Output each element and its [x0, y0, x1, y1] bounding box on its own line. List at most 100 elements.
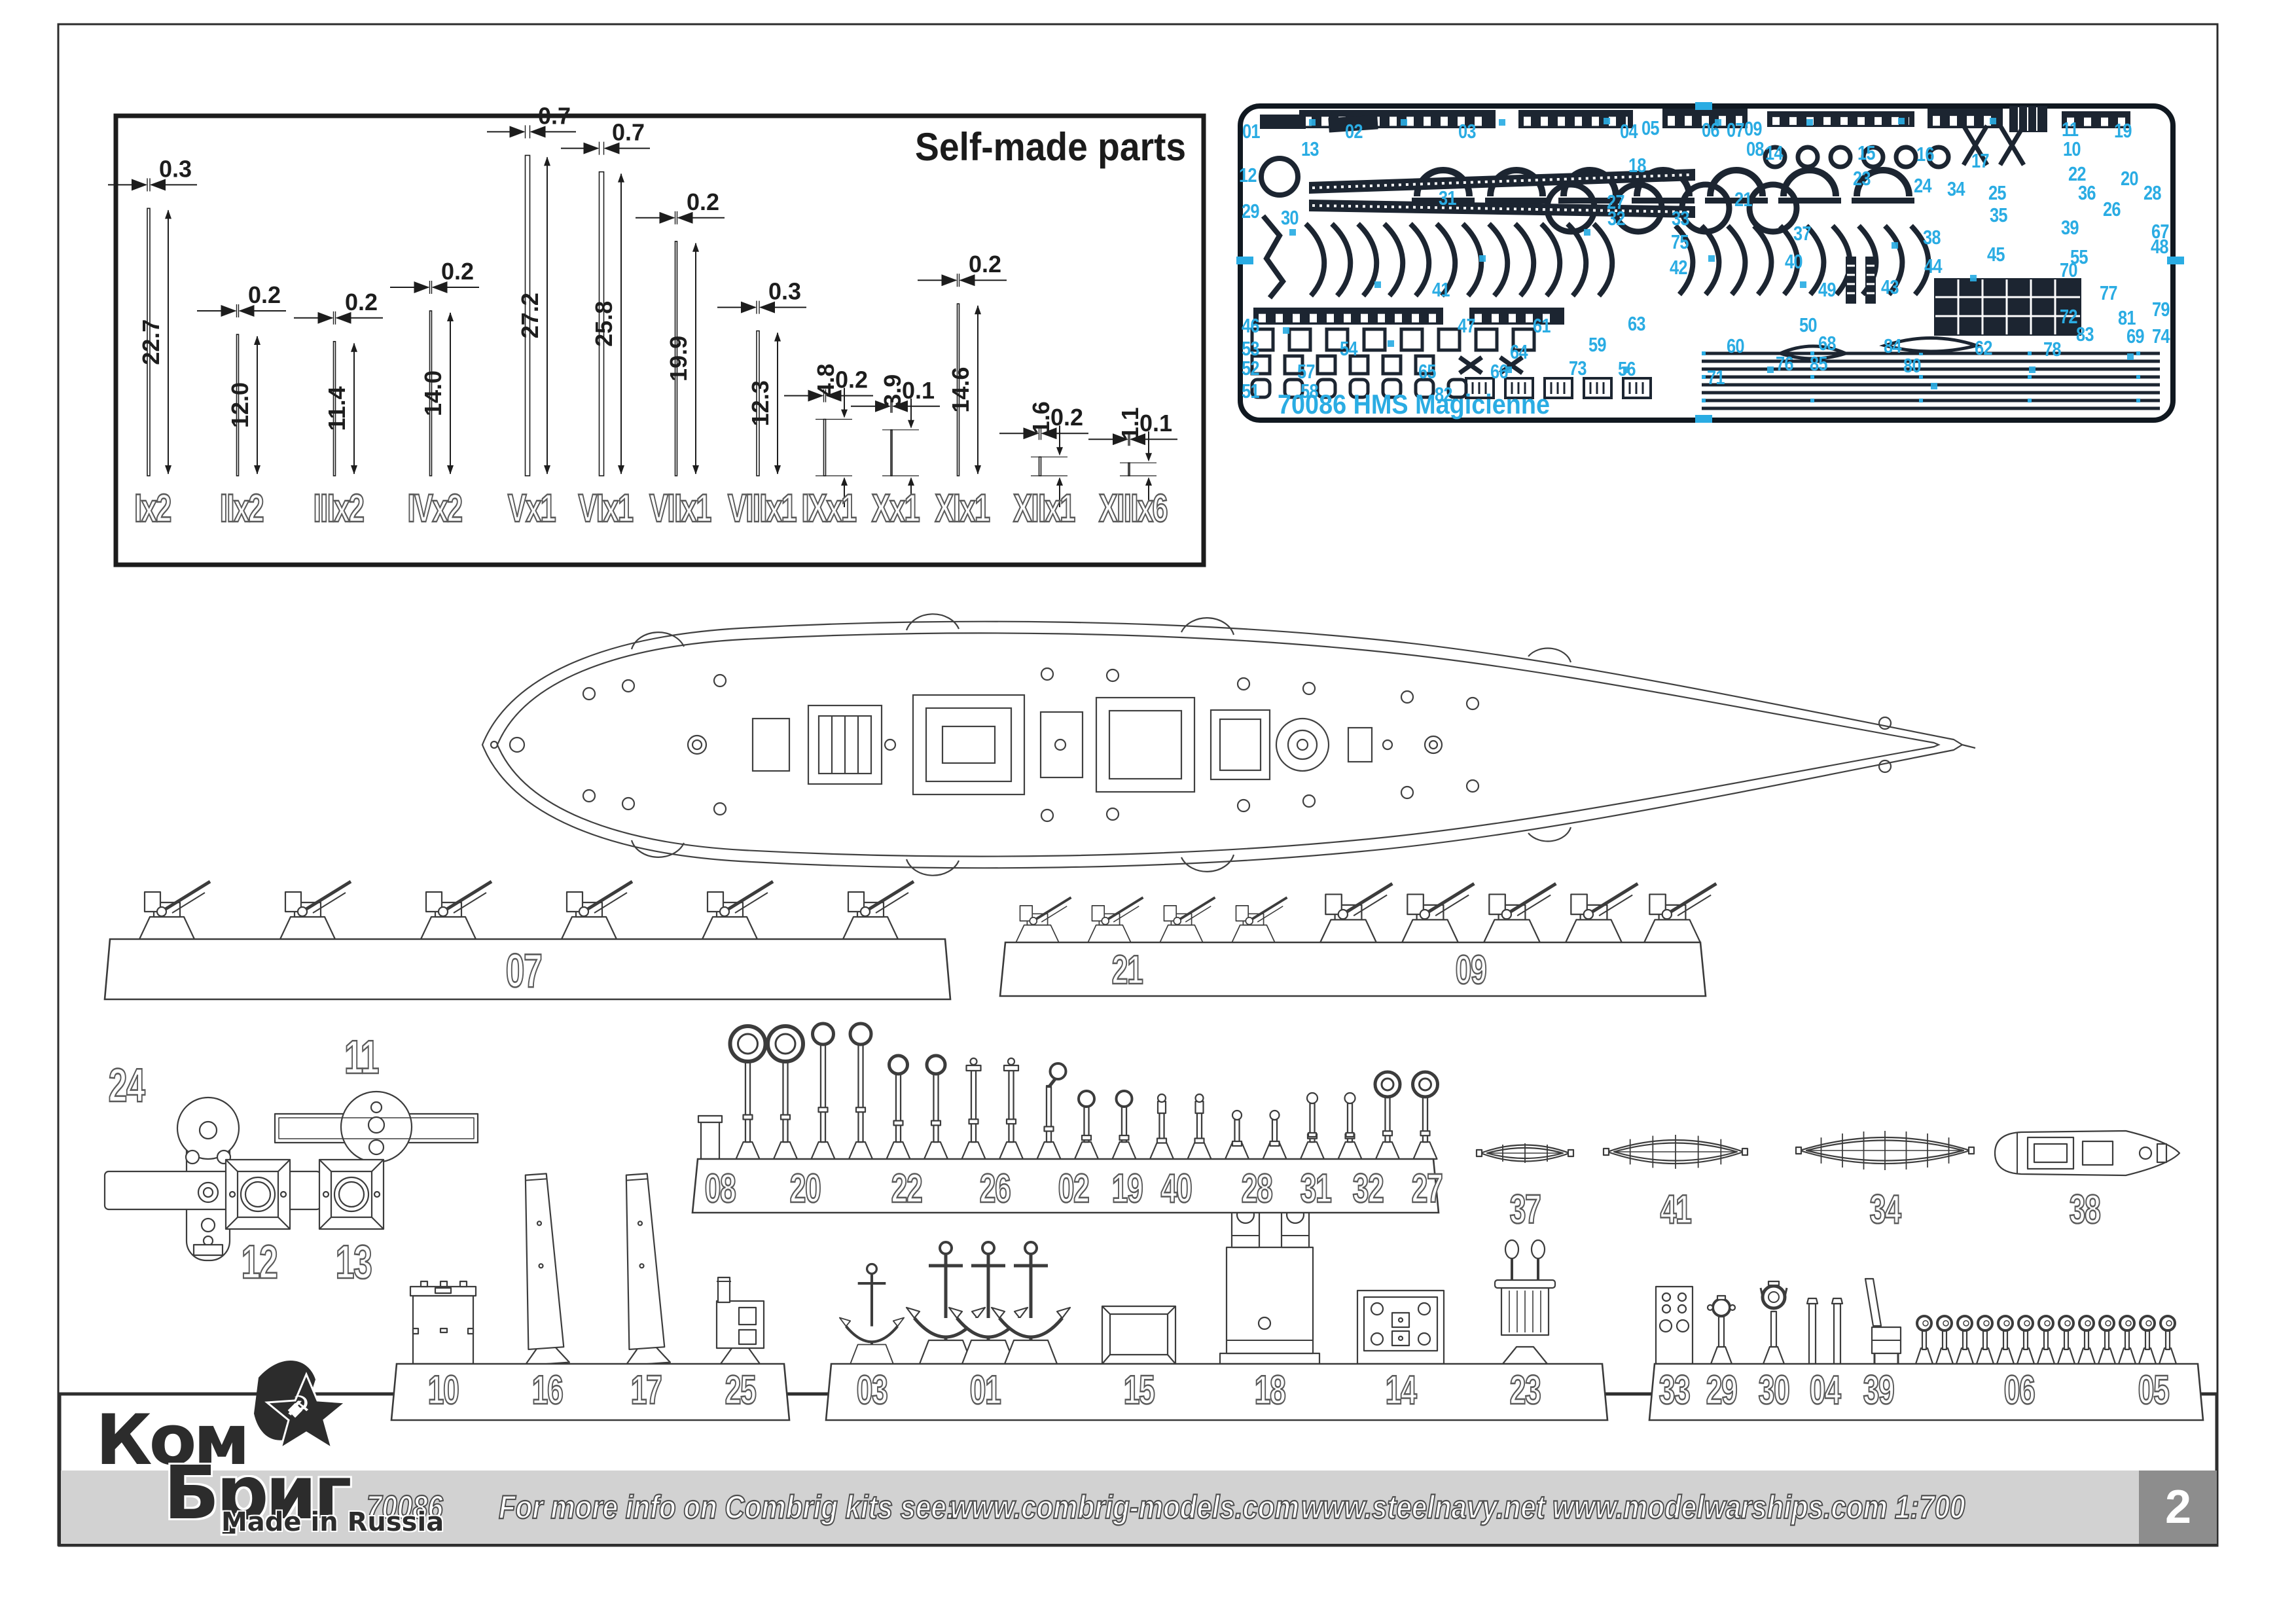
fret-part-number-69: 69	[2126, 325, 2144, 348]
fret-part-number-18: 18	[1628, 154, 1646, 177]
footer-item-4: www.modelwarships.com	[1552, 1488, 1888, 1526]
selfmade-part-Vx1: 0.727.2	[487, 102, 576, 476]
fret-part-number-40: 40	[1785, 250, 1803, 273]
fret-part-number-09: 09	[1744, 117, 1762, 140]
fret-part-number-39: 39	[2061, 216, 2079, 239]
svg-text:14.0: 14.0	[420, 370, 446, 416]
fret-part-number-54: 54	[1340, 337, 1357, 360]
svg-text:0.2: 0.2	[1050, 404, 1083, 431]
part-label-30: 30	[1758, 1368, 1791, 1413]
fret-part-number-83: 83	[2076, 323, 2094, 346]
fret-part-number-21: 21	[1734, 188, 1752, 211]
fret-part-number-55: 55	[2070, 245, 2088, 268]
fret-part-number-81: 81	[2118, 306, 2136, 329]
fret-part-number-63: 63	[1628, 312, 1645, 335]
fret-part-number-47: 47	[1458, 314, 1475, 337]
logo-tagline: Made in Russia	[221, 1507, 444, 1537]
hammer-sickle-icon: ☭	[286, 1390, 311, 1422]
svg-text:12.3: 12.3	[747, 380, 774, 426]
footer-item-0: 70086	[366, 1488, 444, 1526]
fret-part-number-14: 14	[1765, 141, 1783, 164]
selfmade-label-VIIIx1: VIIIx1	[727, 486, 798, 530]
part-label-02: 02	[1058, 1166, 1090, 1211]
selfmade-part-VIx1: 0.725.8	[561, 119, 650, 476]
strip-03-01-15-18-14-23	[825, 1363, 1609, 1421]
fret-part-number-66: 66	[1490, 360, 1508, 383]
part-label-29: 29	[1706, 1368, 1738, 1413]
fret-part-number-20: 20	[2121, 167, 2138, 190]
part-11-drawing	[274, 1090, 479, 1164]
fret-part-number-23: 23	[1853, 167, 1871, 190]
svg-text:0.7: 0.7	[612, 119, 645, 146]
selfmade-label-Xx1: Xx1	[871, 486, 921, 530]
selfmade-label-IXx1: IXx1	[801, 486, 857, 530]
svg-text:0.2: 0.2	[345, 289, 378, 315]
svg-text:12.0: 12.0	[226, 382, 253, 428]
selfmade-part-Xx1: 0.13.9	[851, 374, 940, 507]
selfmade-label-Vx1: Vx1	[507, 486, 557, 530]
selfmade-label-XIIx1: XIIx1	[1013, 486, 1076, 530]
fret-part-number-06: 06	[1702, 118, 1719, 141]
svg-text:4.8: 4.8	[812, 364, 839, 397]
svg-text:1.6: 1.6	[1028, 401, 1054, 434]
kit-part-drawings	[103, 880, 2181, 1366]
strip-10-16-17-25	[390, 1363, 791, 1421]
fret-part-number-27: 27	[1607, 190, 1624, 213]
part-label-11: 11	[344, 1031, 380, 1084]
fret-part-number-15: 15	[1857, 141, 1875, 164]
fret-part-number-57: 57	[1297, 360, 1315, 383]
fret-part-number-29: 29	[1242, 200, 1259, 223]
strip-21-09	[999, 941, 1707, 997]
svg-text:0.7: 0.7	[538, 102, 571, 129]
part-label-22: 22	[891, 1166, 924, 1211]
fret-part-number-84: 84	[1884, 334, 1901, 357]
fret-part-number-11: 11	[2062, 118, 2079, 141]
fret-part-number-49: 49	[1818, 278, 1836, 301]
fret-part-number-13: 13	[1301, 137, 1319, 160]
fret-part-number-77: 77	[2100, 281, 2117, 304]
selfmade-parts-box: 0.322.70.212.00.211.40.214.00.727.20.725…	[108, 102, 1206, 567]
fret-part-number-26: 26	[2103, 198, 2121, 221]
selfmade-label-IIx2: IIx2	[219, 486, 265, 530]
part-label-10: 10	[427, 1368, 460, 1413]
svg-text:1.1: 1.1	[1117, 407, 1143, 440]
part-label-34: 34	[1869, 1187, 1902, 1232]
selfmade-label-XIx1: XIx1	[935, 486, 991, 530]
part-label-20: 20	[789, 1166, 822, 1211]
svg-text:0.2: 0.2	[441, 258, 474, 285]
fret-part-number-16: 16	[1916, 143, 1934, 166]
selfmade-part-IIIx2: 0.211.4	[294, 289, 383, 476]
fret-part-number-38: 38	[1923, 226, 1941, 249]
selfmade-part-XIIx1: 0.21.6	[999, 401, 1088, 507]
fret-part-number-25: 25	[1988, 181, 2006, 204]
part-label-25: 25	[725, 1368, 757, 1413]
part-label-03: 03	[856, 1368, 889, 1413]
fret-part-number-70: 70	[2060, 259, 2077, 281]
footer-gray-bar	[61, 1471, 2139, 1544]
svg-text:0.2: 0.2	[248, 281, 281, 308]
logo-text-kom: Ком	[96, 1400, 250, 1480]
selfmade-part-VIIIx1: 0.312.3	[717, 278, 806, 476]
fret-part-number-43: 43	[1881, 276, 1899, 298]
fret-part-number-80: 80	[1903, 354, 1921, 377]
part-label-08: 08	[704, 1166, 737, 1211]
fret-part-number-17: 17	[1971, 149, 1989, 172]
part-label-39: 39	[1863, 1368, 1895, 1413]
fret-part-number-19: 19	[2114, 119, 2132, 142]
part-label-16: 16	[531, 1368, 564, 1413]
fret-part-number-62: 62	[1975, 336, 1992, 359]
fret-part-number-07: 07	[1727, 118, 1744, 141]
photoetch-fret	[1236, 102, 2184, 423]
part-label-27: 27	[1411, 1166, 1444, 1211]
svg-text:14.6: 14.6	[947, 367, 974, 413]
selfmade-label-VIIx1: VIIx1	[649, 486, 712, 530]
svg-text:0.2: 0.2	[687, 188, 719, 215]
footer-item-3: www.steelnavy.net	[1300, 1488, 1546, 1526]
part-label-12: 12	[241, 1236, 279, 1289]
part-label-04: 04	[1809, 1368, 1842, 1413]
fret-part-number-42: 42	[1670, 256, 1687, 279]
fret-part-number-04: 04	[1620, 120, 1638, 143]
part-label-05: 05	[2138, 1368, 2170, 1413]
part-label-21: 21	[1111, 948, 1144, 993]
